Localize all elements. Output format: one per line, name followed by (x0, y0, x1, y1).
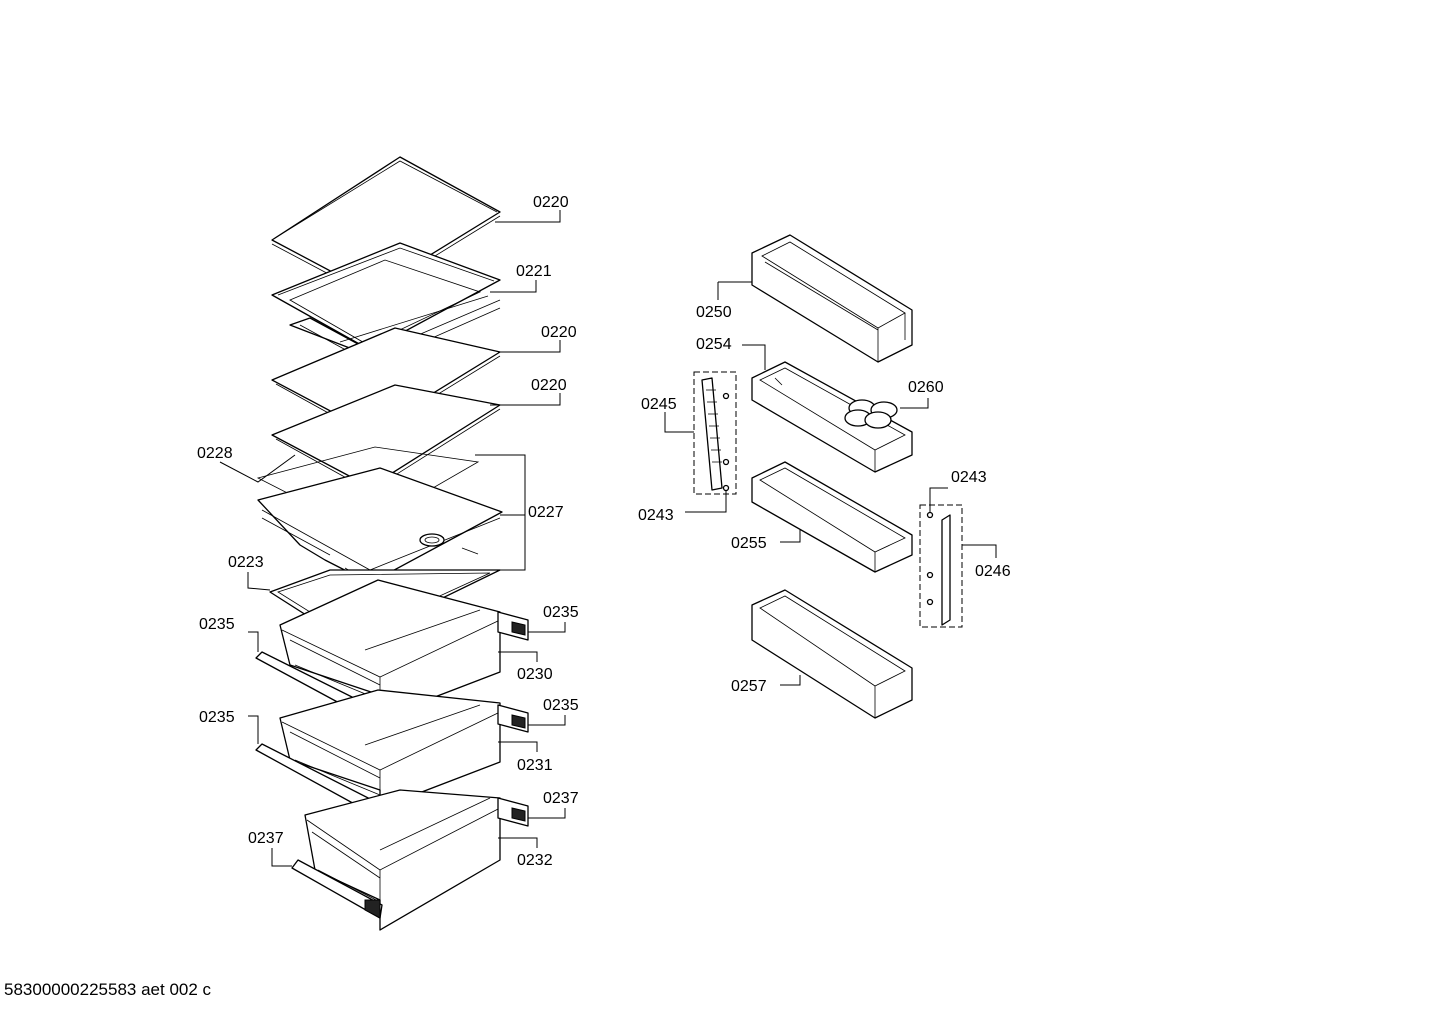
leader-lines (219, 210, 997, 867)
label-0257: 0257 (731, 678, 767, 695)
rail-0235-right-bottom (497, 704, 529, 733)
label-0220-lower: 0220 (531, 377, 567, 394)
rail-0237-left (291, 859, 383, 919)
label-0246: 0246 (975, 563, 1011, 580)
label-0260: 0260 (908, 379, 944, 396)
label-0255: 0255 (731, 535, 767, 552)
label-0245: 0245 (641, 396, 677, 413)
bracket-0246-group (919, 504, 963, 628)
bracket-0245-group (693, 371, 737, 495)
label-0227: 0227 (528, 504, 564, 521)
drawer-0231 (279, 689, 501, 809)
label-0235-right-top: 0235 (543, 604, 579, 621)
label-0231: 0231 (517, 757, 553, 774)
bin-0255 (751, 461, 913, 573)
label-0237-left: 0237 (248, 830, 284, 847)
label-0221: 0221 (516, 263, 552, 280)
bin-0254 (751, 361, 913, 473)
drawer-0230 (279, 579, 501, 719)
bin-0250 (751, 234, 913, 363)
label-0243-right: 0243 (951, 469, 987, 486)
label-0243-left: 0243 (638, 507, 674, 524)
label-0235-left-bottom: 0235 (199, 709, 235, 726)
drawing-code: 58300000225583 aet 002 c (4, 980, 212, 999)
label-0235-left-top: 0235 (199, 616, 235, 633)
label-0235-right-bottom: 0235 (543, 697, 579, 714)
label-0220-middle: 0220 (541, 324, 577, 341)
egg-tray-0260 (844, 399, 898, 429)
label-0223: 0223 (228, 554, 264, 571)
label-0250: 0250 (696, 304, 732, 321)
label-0220-top: 0220 (533, 194, 569, 211)
label-0254: 0254 (696, 336, 732, 353)
label-0228: 0228 (197, 445, 233, 462)
label-0232: 0232 (517, 852, 553, 869)
rail-0235-right-top (497, 611, 529, 641)
label-0230: 0230 (517, 666, 553, 683)
crisper-cover-0227 (257, 467, 503, 584)
part-number-labels: 0220 0221 0220 0220 0228 0227 0223 0235 … (197, 194, 1011, 869)
bin-0257 (751, 589, 913, 719)
drawer-0232 (304, 789, 501, 931)
rail-0237-right (497, 797, 529, 827)
label-0237-right: 0237 (543, 790, 579, 807)
